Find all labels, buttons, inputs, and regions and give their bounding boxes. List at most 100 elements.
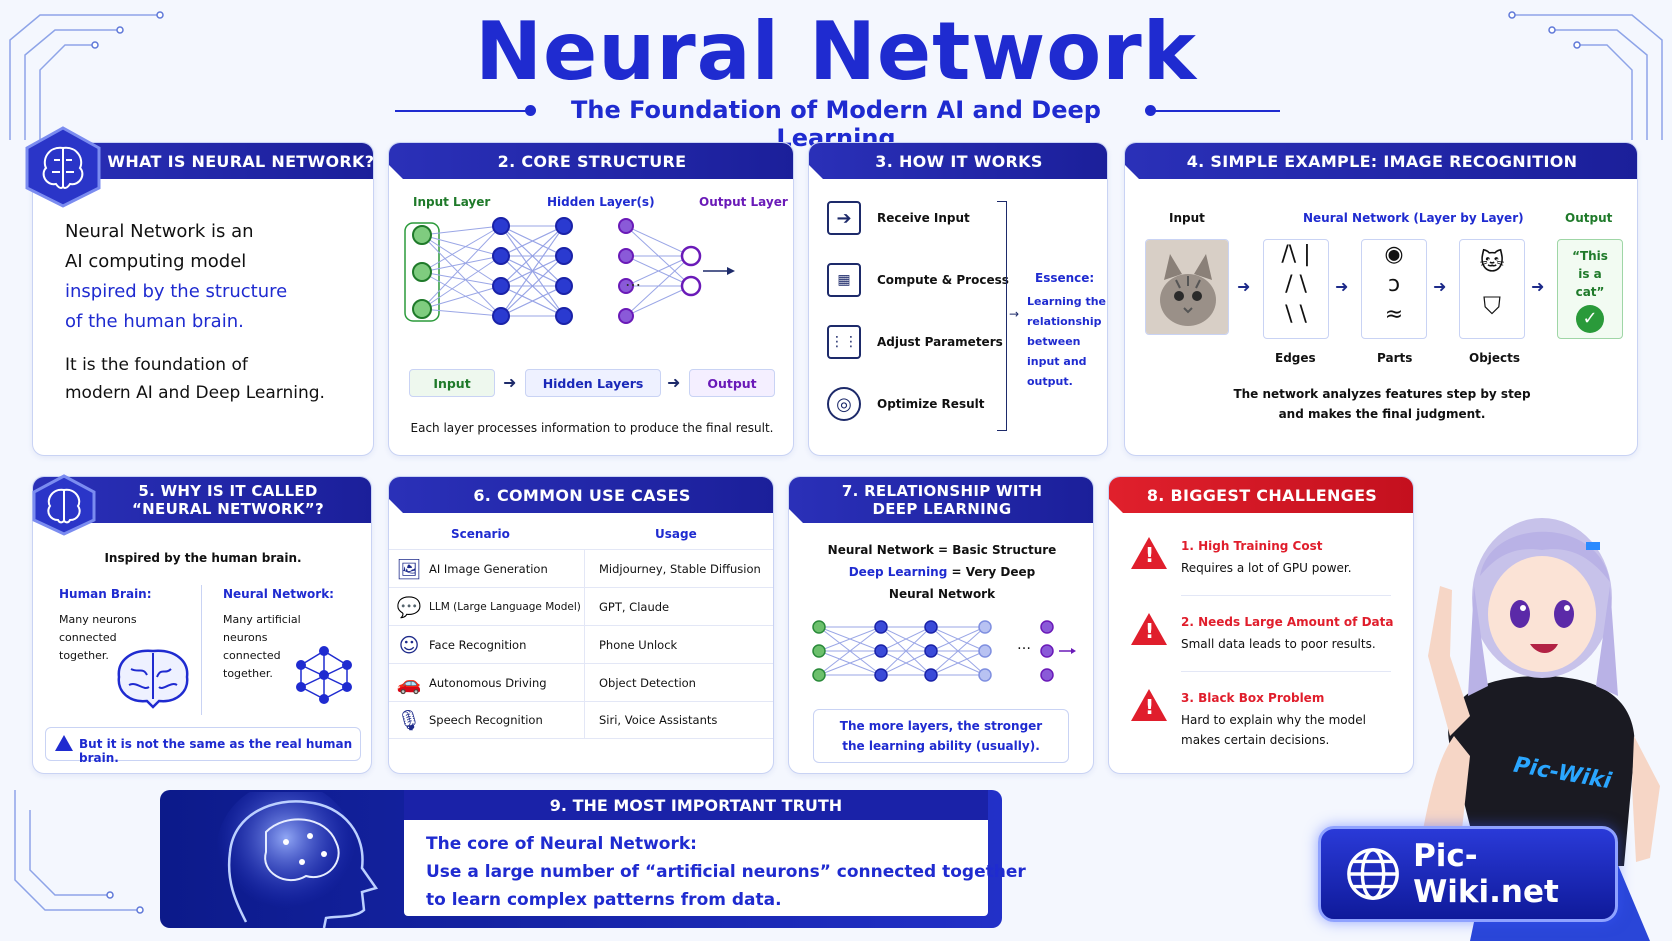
checkmark-icon: ✓ (1576, 305, 1604, 333)
section-3-title: 3. HOW IT WORKS (875, 151, 1043, 171)
divider (1181, 595, 1391, 596)
section-5-title-2: “NEURAL NETWORK”? (132, 500, 324, 518)
s1-text-6: modern AI and Deep Learning. (65, 383, 325, 403)
s9-line-1: The core of Neural Network: (426, 834, 697, 854)
challenge-3-desc-1: Hard to explain why the model (1181, 713, 1366, 727)
section-use-cases: 6. COMMON USE CASES Scenario Usage 🖼 AI … (388, 476, 774, 774)
s5-note-box (45, 727, 361, 761)
section-7-title-1: 7. RELATIONSHIP WITH (841, 482, 1043, 500)
parts-box: ◉ↄ≈ (1361, 239, 1427, 339)
scenario-cell: AI Image Generation (429, 561, 548, 576)
section-core-structure: 2. CORE STRUCTURE Input Layer Hidden Lay… (388, 142, 794, 456)
table-row: 🎙 Speech Recognition Siri, Voice Assista… (389, 701, 773, 739)
section-5-header: 5. WHY IS IT CALLED “NEURAL NETWORK”? (33, 477, 372, 523)
section-deep-learning: 7. RELATIONSHIP WITH DEEP LEARNING Neura… (788, 476, 1094, 774)
s4-output-label: Output (1565, 211, 1613, 225)
essence-line-2: relationship (1027, 315, 1102, 328)
s4-input-label: Input (1169, 211, 1205, 225)
usage-cell: Siri, Voice Assistants (584, 702, 717, 738)
s1-text-3: inspired by the structure (65, 281, 288, 302)
s5-intro: Inspired by the human brain. (104, 551, 302, 565)
section-2-header: 2. CORE STRUCTURE (389, 143, 794, 179)
section-8-header: 8. BIGGEST CHALLENGES (1109, 477, 1414, 513)
deep-learning-term: Deep Learning (848, 565, 948, 579)
step-3-label: Adjust Parameters (877, 335, 1003, 349)
usage-cell: GPT, Claude (584, 588, 669, 625)
scenario-cell: LLM (Large Language Model) (429, 600, 581, 613)
neuron-node (492, 307, 510, 325)
s7-caption-1: The more layers, the stronger (839, 719, 1043, 733)
calculator-icon: ▦ (827, 263, 861, 297)
subtitle-dot-left (525, 105, 536, 116)
scenario-cell: Autonomous Driving (429, 675, 547, 690)
section-6-title: 6. COMMON USE CASES (473, 485, 691, 505)
neuron-node (618, 308, 634, 324)
edges-box: /\ |/ \\ \ (1263, 239, 1329, 339)
section-7-title-2: DEEP LEARNING (872, 500, 1012, 518)
section-9-title: 9. THE MOST IMPORTANT TRUTH (549, 795, 843, 815)
essence-title: Essence: (1035, 271, 1095, 285)
s7-caption-2: the learning ability (usually). (842, 739, 1040, 753)
neural-graph-icon (296, 646, 352, 704)
neuron-node (812, 644, 826, 658)
brain-line-3: together. (59, 649, 109, 662)
usage-cell: Phone Unlock (584, 626, 677, 663)
s1-text-1: Neural Network is an (65, 221, 254, 242)
result-line-2: is a (1578, 267, 1602, 281)
table-row: 🖼 AI Image Generation Midjourney, Stable… (389, 549, 773, 587)
parts-label: Parts (1377, 351, 1413, 365)
arrow-icon: ➜ (503, 373, 517, 392)
globe-icon (1347, 848, 1399, 900)
neuron-node (618, 218, 634, 234)
circuit-decoration-bottom-left (14, 790, 144, 914)
arrow-icon: ➜ (1531, 277, 1545, 296)
neuron-node (492, 277, 510, 295)
neuron-node (492, 217, 510, 235)
s5-note: But it is not the same as the real human… (79, 737, 353, 765)
s4-caption-2: and makes the final judgment. (1278, 407, 1486, 421)
arrow-icon: ➜ (1237, 277, 1251, 296)
essence-line-4: input and (1027, 355, 1087, 368)
step-2-label: Compute & Process (877, 273, 1009, 287)
neuron-node (492, 247, 510, 265)
brain-line-1: Many neurons (59, 613, 137, 626)
neuron-node (618, 278, 634, 294)
neuron-node (1040, 668, 1054, 682)
divider (1181, 671, 1391, 672)
col-usage: Usage (655, 527, 697, 541)
section-4-title: 4. SIMPLE EXAMPLE: IMAGE RECOGNITION (1186, 151, 1578, 171)
section-4-header: 4. SIMPLE EXAMPLE: IMAGE RECOGNITION (1125, 143, 1638, 179)
arrow-icon: ➜ (667, 373, 681, 392)
subtitle-line-left (395, 110, 530, 112)
neuron-node (812, 620, 826, 634)
brand-logo[interactable]: Pic-Wiki.net (1318, 826, 1618, 922)
face-icon: ☺ (398, 632, 420, 657)
table-row: ☺ Face Recognition Phone Unlock (389, 625, 773, 663)
human-brain-icon (117, 649, 189, 709)
neuron-node (618, 248, 634, 264)
page-title: Neural Network (475, 5, 1197, 98)
table-row: 🚗 Autonomous Driving Object Detection (389, 663, 773, 701)
circuit-decoration-left (9, 11, 164, 140)
s9-line-3: to learn complex patterns from data. (426, 890, 782, 910)
neuron-node (555, 277, 573, 295)
step-1-label: Receive Input (877, 211, 970, 225)
s5-divider (201, 585, 202, 715)
pill-input: Input (409, 369, 495, 397)
nn-line-4: together. (223, 667, 273, 680)
edges-label: Edges (1275, 351, 1316, 365)
neuron-node (978, 620, 992, 634)
neuron-node (1040, 644, 1054, 658)
neuron-node (680, 275, 702, 297)
brain-icon (25, 126, 101, 208)
neuron-node (555, 217, 573, 235)
s7-line-2-rest: = Very Deep (947, 565, 1036, 579)
challenge-1-desc: Requires a lot of GPU power. (1181, 561, 1352, 575)
result-line-1: “This (1572, 249, 1608, 263)
neuron-node (680, 245, 702, 267)
subtitle-line-right (1150, 110, 1280, 112)
s7-ellipsis: … (1017, 637, 1031, 653)
s9-line-2: Use a large number of “artificial neuron… (426, 862, 1026, 882)
objects-label: Objects (1469, 351, 1521, 365)
circuit-decoration-right (1508, 11, 1663, 140)
